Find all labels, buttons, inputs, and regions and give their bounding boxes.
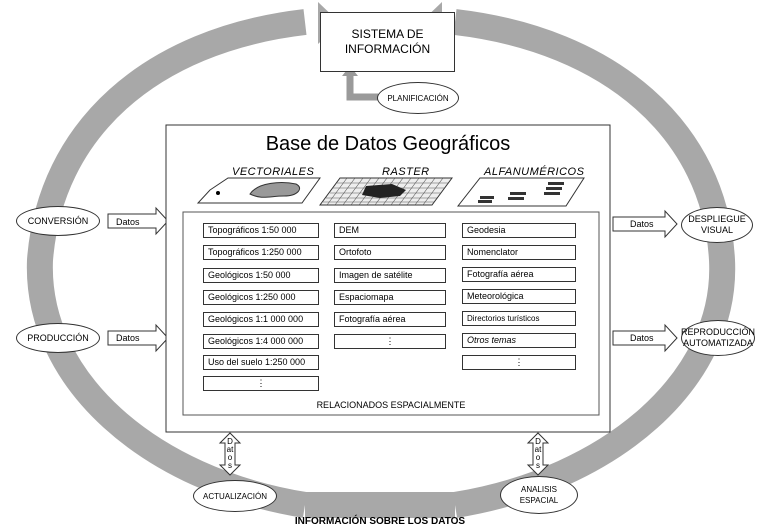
analisis-oval: ANALISIS ESPACIAL bbox=[500, 476, 578, 514]
reproduccion-oval: REPRODUCCIÓN AUTOMATIZADA bbox=[681, 320, 755, 356]
raster-item: Imagen de satélite bbox=[334, 268, 446, 283]
header-vectoriales: VECTORIALES bbox=[232, 166, 315, 178]
despliegue-line2: VISUAL bbox=[700, 225, 733, 235]
vector-item: Uso del suelo 1:250 000 bbox=[203, 355, 319, 370]
analisis-line2: ESPACIAL bbox=[519, 496, 559, 505]
vector-item: Geológicos 1:1 000 000 bbox=[203, 312, 319, 327]
vector-item: Topográficos 1:50 000 bbox=[203, 223, 319, 238]
left-arrows bbox=[107, 206, 169, 353]
system-line1: SISTEMA DE bbox=[351, 27, 424, 41]
datos-vertical-right: Datos bbox=[534, 437, 542, 470]
produccion-oval: PRODUCCIÓN bbox=[16, 323, 100, 353]
right-arrows bbox=[612, 209, 678, 353]
footer-label: INFORMACIÓN SOBRE LOS DATOS bbox=[294, 516, 466, 527]
alfa-item: Fotografía aérea bbox=[462, 267, 576, 282]
despliegue-line1: DESPLIEGUE bbox=[688, 214, 746, 224]
raster-icon bbox=[319, 177, 453, 206]
vector-item: Geológicos 1:4 000 000 bbox=[203, 334, 319, 349]
header-alfanumericos: ALFANUMÉRICOS bbox=[484, 166, 585, 178]
system-box: SISTEMA DE INFORMACIÓN bbox=[320, 12, 455, 72]
raster-item: Ortofoto bbox=[334, 245, 446, 260]
datos-label-conversion: Datos bbox=[116, 217, 140, 227]
vector-item: Geológicos 1:50 000 bbox=[203, 268, 319, 283]
reproduccion-line1: REPRODUCCIÓN bbox=[681, 327, 756, 337]
actualizacion-oval: ACTUALIZACIÓN bbox=[193, 480, 277, 512]
alfa-item-more: ⋮ bbox=[462, 355, 576, 370]
alfa-item: Otros temas bbox=[462, 333, 576, 348]
relacionados-label: RELACIONADOS ESPACIALMENTE bbox=[316, 400, 466, 410]
header-raster: RASTER bbox=[382, 166, 430, 178]
conversion-oval: CONVERSIÓN bbox=[16, 206, 100, 236]
datos-label-despliegue: Datos bbox=[630, 219, 654, 229]
raster-item: Fotografía aérea bbox=[334, 312, 446, 327]
planificacion-oval: PLANIFICACIÓN bbox=[377, 82, 459, 114]
alfa-item: Directorios turísticos bbox=[462, 311, 576, 326]
alfa-item: Geodesia bbox=[462, 223, 576, 238]
vector-item-more: ⋮ bbox=[203, 376, 319, 391]
db-title: Base de Datos Geográficos bbox=[265, 133, 511, 155]
system-line2: INFORMACIÓN bbox=[344, 42, 431, 56]
alfa-item: Nomenclator bbox=[462, 245, 576, 260]
analisis-line1: ANALISIS bbox=[520, 485, 557, 494]
despliegue-oval: DESPLIEGUE VISUAL bbox=[681, 207, 753, 243]
alfanumerico-icon bbox=[456, 177, 585, 207]
alfa-item: Meteorológica bbox=[462, 289, 576, 304]
raster-item: Espaciomapa bbox=[334, 290, 446, 305]
vector-item: Topográficos 1:250 000 bbox=[203, 245, 319, 260]
raster-item-more: ⋮ bbox=[334, 334, 446, 349]
vector-icon bbox=[196, 177, 321, 204]
reproduccion-line2: AUTOMATIZADA bbox=[683, 338, 753, 348]
raster-item: DEM bbox=[334, 223, 446, 238]
datos-label-produccion: Datos bbox=[116, 333, 140, 343]
vertical-arrows bbox=[218, 432, 550, 476]
datos-label-reproduccion: Datos bbox=[630, 333, 654, 343]
datos-vertical-left: Datos bbox=[226, 437, 234, 470]
vector-item: Geológicos 1:250 000 bbox=[203, 290, 319, 305]
